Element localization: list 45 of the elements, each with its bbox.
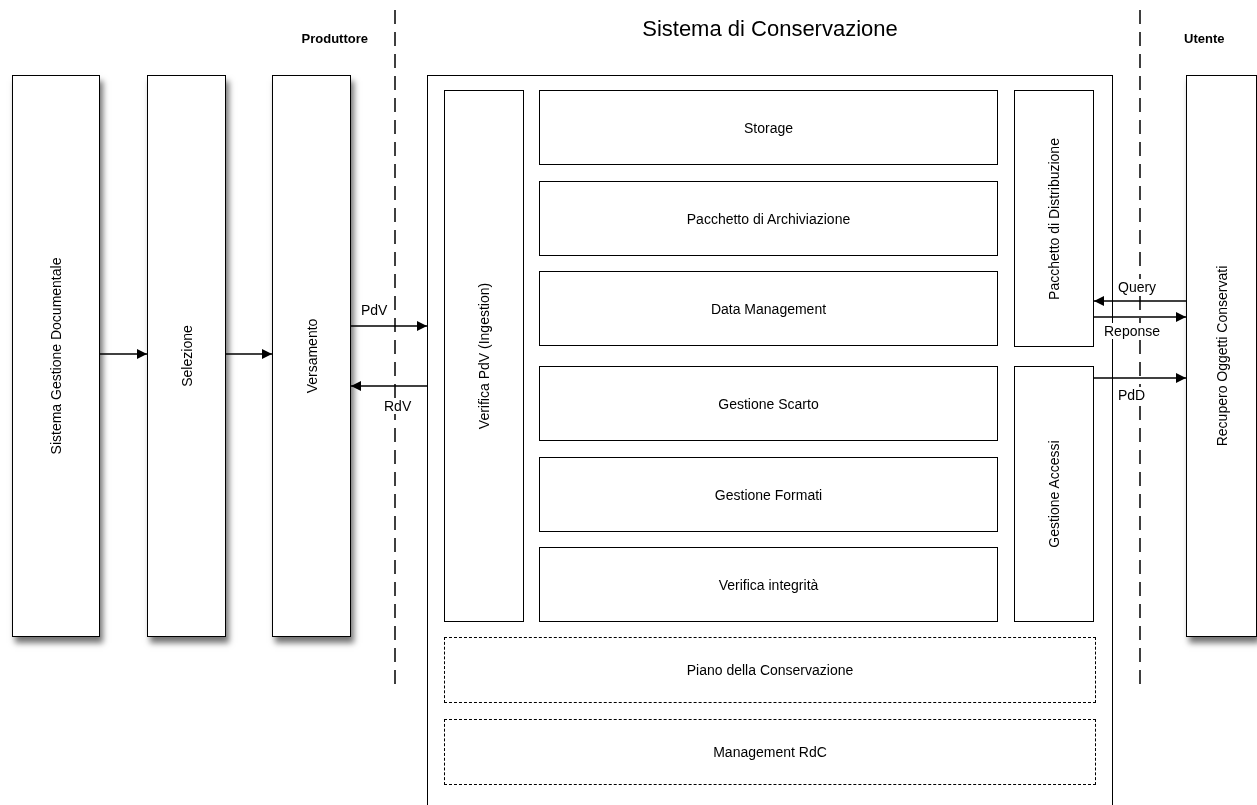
arrow [1093,373,1187,383]
module-label: Selezione [178,325,195,387]
module-box [444,90,524,622]
edge-label: PdD [1117,387,1147,403]
module-label: Versamento [303,318,320,394]
side-module-box [12,75,100,637]
module-box [539,366,998,441]
module-box [1014,90,1094,347]
edge-label: RdV [383,398,413,414]
dashed-module-box [444,637,1096,703]
module-label: Recupero Oggetti Conservati [1213,265,1230,447]
module-label: Verifica PdV (Ingestion) [476,282,492,430]
module-label: Sistema Gestione Documentale [48,257,64,455]
role-label: Utente [1184,31,1225,46]
module-box [539,547,998,622]
edge-label: Query [1117,279,1158,295]
edge-label: Reponse [1103,323,1162,339]
side-module-box [1186,75,1257,637]
side-module-box [147,75,226,637]
arrow [99,349,148,359]
arrow [1093,296,1187,306]
module-label: Piano della Conservazione [686,662,854,678]
arrow [350,381,428,391]
module-box [539,457,998,532]
side-module-box [272,75,351,637]
module-label: Data Management [710,300,827,317]
module-label: Verifica integrità [718,576,819,593]
arrow [350,321,428,331]
arrow [1093,312,1187,322]
module-box [539,90,998,165]
arrow [225,349,273,359]
edge-label: PdV [360,302,389,318]
system-title: Sistema di Conservazione [642,16,898,42]
module-box [1014,366,1094,622]
role-label: Produttore [301,31,368,46]
module-box [539,181,998,256]
module-label: Management RdC [713,744,827,760]
module-label: Pacchetto di Archiviazione [686,210,851,227]
module-label: Gestione Accessi [1046,440,1062,548]
module-box [539,271,998,346]
module-label: Pacchetto di Distribuzione [1046,137,1062,300]
module-label: Gestione Formati [714,486,823,503]
module-label: Storage [744,119,793,136]
dashed-module-box [444,719,1096,785]
module-label: Gestione Scarto [718,395,819,412]
